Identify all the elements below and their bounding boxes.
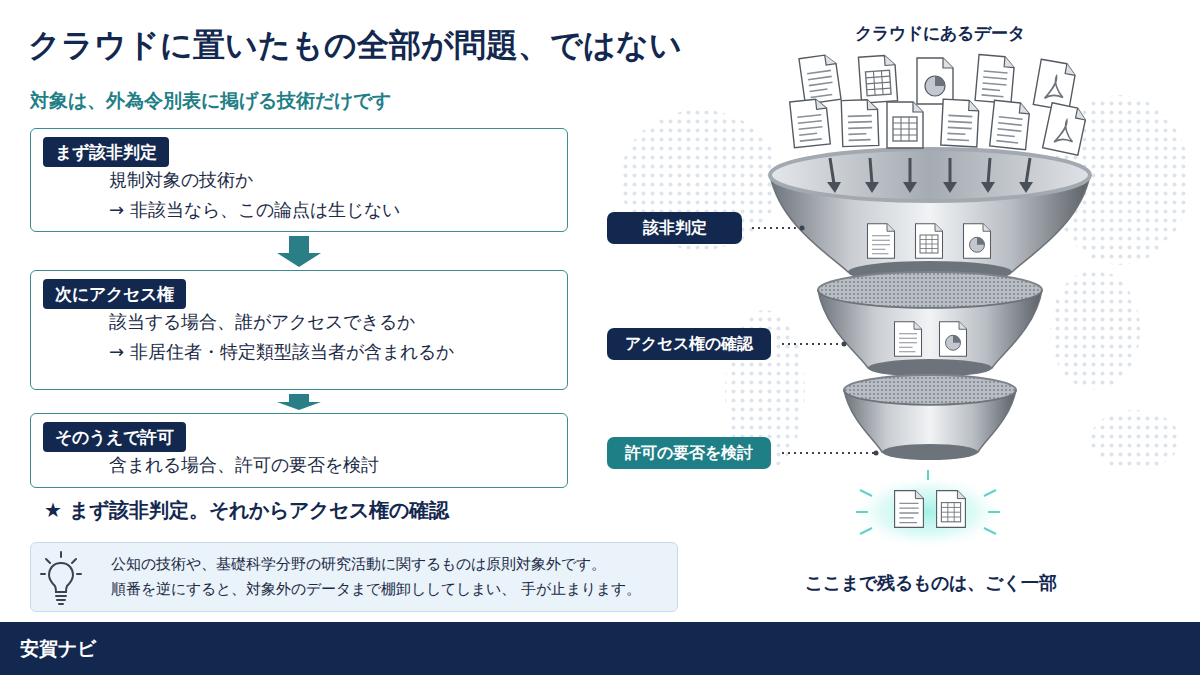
leader-dots <box>800 226 805 231</box>
result-glow <box>856 470 1000 534</box>
funnel-section <box>770 149 1090 201</box>
filtered-file-icons <box>868 224 991 357</box>
leader-dots <box>874 451 879 456</box>
lightbulb-icon <box>49 563 73 592</box>
node-text: 該当する場合、誰がアクセスできるか <box>109 307 555 337</box>
node-text: 規制対象の技術か <box>109 165 555 195</box>
step-heading-tag: まず該非判定 <box>43 137 169 167</box>
lightbulb-icon <box>40 549 82 609</box>
data-file-icons <box>858 55 897 103</box>
node-text: → 非該当なら、この論点は生じない <box>109 195 555 225</box>
node-text: 公知の技術や、基礎科学分野の研究活動に関するものは原則対象外です。 <box>111 552 667 577</box>
flow-arrow <box>277 236 321 267</box>
data-file-icons <box>790 54 1088 156</box>
funnel-section <box>882 444 978 460</box>
step-box: 含まれる場合、許可の要否を検討そのうえで許可 <box>30 413 568 488</box>
funnel-section <box>844 390 1016 452</box>
drop-arrows <box>909 158 912 184</box>
leader-lines <box>782 343 842 345</box>
leader-dots <box>842 342 847 347</box>
funnel-section <box>770 175 1090 272</box>
illustration-caption: ここまで残るものは、ごく一部 <box>805 571 1057 595</box>
funnel-section <box>770 149 1090 201</box>
node-text: 順番を逆にすると、対象外のデータまで棚卸ししてしまい、 手が止まります。 <box>111 577 667 602</box>
world-map-dots <box>1090 410 1180 470</box>
page-subtitle: 対象は、外為令別表に掲げる技術だけです <box>30 88 391 114</box>
result-glow <box>895 491 924 528</box>
step-heading-tag: そのうえで許可 <box>43 422 186 452</box>
funnel-section <box>844 375 1016 460</box>
node-text: 次にアクセス権 <box>55 282 174 306</box>
tip-box: 公知の技術や、基礎科学分野の研究活動に関するものは原則対象外です。順番を逆にする… <box>30 542 678 612</box>
key-point-note: ★ まず該非判定。それからアクセス権の確認 <box>44 497 449 524</box>
data-file-icons <box>887 102 923 148</box>
stage-pill: アクセス権の確認 <box>607 328 771 360</box>
drop-arrows <box>1019 182 1033 193</box>
lightbulb-icon <box>41 552 81 604</box>
drop-arrows <box>943 182 957 193</box>
result-glow <box>850 474 1006 550</box>
funnel-section <box>818 290 1042 368</box>
filtered-file-icons <box>895 322 922 357</box>
step-box: 規制対象の技術か→ 非該当なら、この論点は生じない まず該非判定 <box>30 128 568 232</box>
lightbulb-icon <box>41 552 81 574</box>
data-file-icons <box>1043 103 1088 155</box>
filtered-file-icons <box>940 322 967 357</box>
result-glow <box>937 491 966 528</box>
drop-arrows <box>981 182 995 193</box>
data-file-icons <box>799 54 841 105</box>
leader-lines <box>782 452 874 454</box>
data-file-icons <box>917 58 953 104</box>
node-text: アクセス権の確認 <box>625 333 753 355</box>
data-file-icons <box>841 99 879 146</box>
funnel-section <box>818 272 1042 377</box>
step-heading-tag: 次にアクセス権 <box>43 279 186 309</box>
data-file-icons <box>990 100 1031 150</box>
funnel-section <box>770 149 1090 283</box>
node-text: → 非居住者・特定類型該当者が含まれるか <box>109 337 555 367</box>
data-file-icons <box>975 55 1015 104</box>
filtered-file-icons <box>916 224 943 259</box>
drop-arrows <box>865 182 879 193</box>
filtered-file-icons <box>964 224 991 259</box>
leader-dots <box>800 226 879 456</box>
filtered-file-icons <box>868 224 895 259</box>
node-text: 安賀ナビ <box>20 622 1180 675</box>
stage-pill: 許可の要否を検討 <box>607 437 771 469</box>
drop-arrows <box>830 158 834 184</box>
drop-arrows <box>827 158 1033 193</box>
node-text: 許可の要否を検討 <box>625 442 753 464</box>
illustration-heading: クラウドにあるデータ <box>855 22 1025 45</box>
node-text: 該非判定 <box>625 217 724 239</box>
drop-arrows <box>903 182 917 193</box>
result-glow <box>850 470 1006 550</box>
page-title: クラウドに置いたもの全部が問題、ではない <box>28 24 682 68</box>
drop-arrows <box>988 158 990 184</box>
world-map-dots <box>1050 270 1140 390</box>
stage-pill: 該非判定 <box>607 212 742 244</box>
data-file-icons <box>790 98 831 148</box>
step-box: 該当する場合、誰がアクセスできるか→ 非居住者・特定類型該当者が含まれるか 次にア… <box>30 270 568 390</box>
node-text: 含まれる場合、許可の要否を検討 <box>109 450 555 480</box>
flow-arrow <box>277 394 321 410</box>
data-file-icons <box>941 99 979 147</box>
node-text: まず該非判定 <box>55 140 157 164</box>
drop-arrows <box>827 182 841 193</box>
lightbulb-icon <box>56 596 66 604</box>
drop-arrows <box>870 158 872 184</box>
leader-lines <box>752 227 800 229</box>
world-map-dots <box>620 95 1190 470</box>
footer-band: 安賀ナビ <box>0 622 1200 675</box>
world-map-dots <box>620 110 780 250</box>
drop-arrows <box>949 158 952 184</box>
node-text: そのうえで許可 <box>55 425 174 449</box>
drop-arrows <box>1026 158 1030 184</box>
